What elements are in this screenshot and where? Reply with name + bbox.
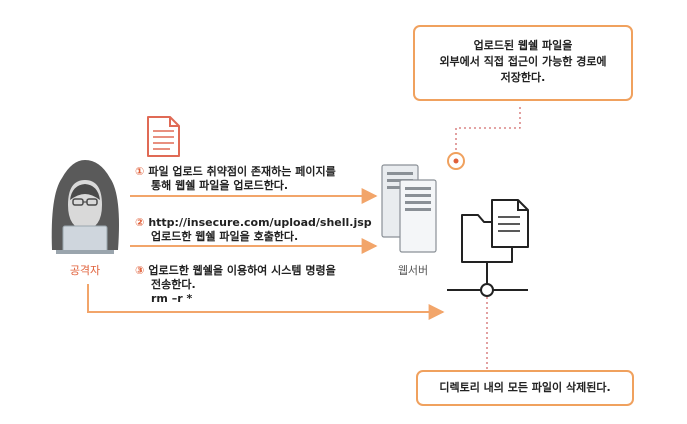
document-icon	[147, 116, 180, 157]
bottom-callout-text: 디렉토리 내의 모든 파일이 삭제된다.	[439, 381, 611, 394]
step-3-number: ③	[135, 264, 145, 277]
arrow-step-3	[87, 284, 445, 320]
step-3-line2: 전송한다.	[151, 278, 196, 291]
step-1-line2: 통해 웹쉘 파일을 업로드한다.	[151, 179, 289, 192]
file-folder-icon	[447, 199, 529, 297]
step-3-command: rm –r *	[151, 292, 193, 305]
step-2-number: ②	[135, 216, 145, 229]
web-server-icon	[381, 164, 437, 253]
top-callout-line2: 외부에서 직접 접근이 가능한 경로에	[439, 55, 607, 68]
attacker-icon	[51, 160, 119, 254]
attacker-label: 공격자	[69, 264, 101, 277]
top-callout: 업로드된 웹쉘 파일을 외부에서 직접 접근이 가능한 경로에 저장한다.	[413, 25, 633, 101]
top-callout-line1: 업로드된 웹쉘 파일을	[473, 39, 573, 52]
step-1-line1: 파일 업로드 취약점이 존재하는 페이지를	[148, 165, 336, 178]
step-2-line2: 업로드한 웹쉘 파일을 호출한다.	[151, 230, 299, 243]
bottom-callout: 디렉토리 내의 모든 파일이 삭제된다.	[416, 370, 634, 406]
dotted-connector-top	[447, 104, 521, 170]
step-3-line1: 업로드한 웹쉘을 이용하여 시스템 명령을	[148, 264, 336, 277]
server-label: 웹서버	[397, 264, 429, 277]
top-callout-line3: 저장한다.	[500, 71, 546, 84]
step-1-number: ①	[135, 165, 145, 178]
step-2-line1: http://insecure.com/upload/shell.jsp	[148, 216, 372, 229]
